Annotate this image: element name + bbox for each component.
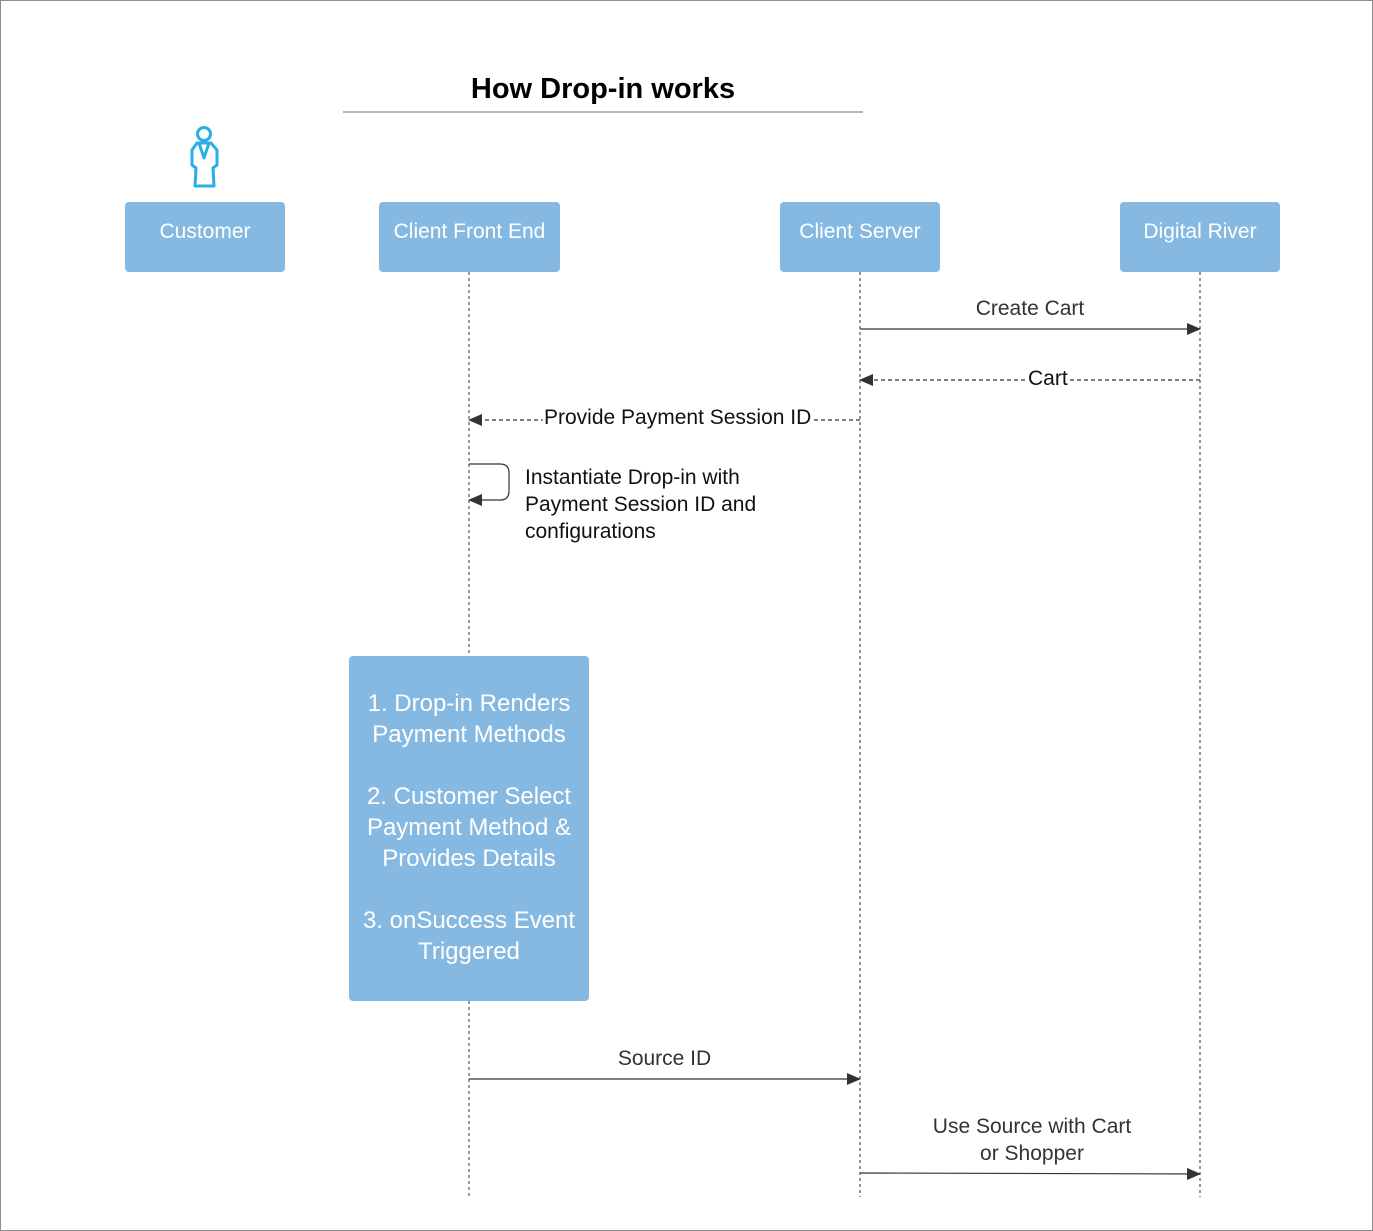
label-source-id: Source ID <box>469 1045 860 1072</box>
activation-gap-2 <box>349 874 589 905</box>
diagram-title: How Drop-in works <box>470 73 736 105</box>
actor-digital-river: Digital River <box>1120 202 1280 272</box>
activation-box-drop-in: 1. Drop-in Renders Payment Methods 2. Cu… <box>349 656 589 1001</box>
actor-client-server: Client Server <box>780 202 940 272</box>
activation-step-1: 1. Drop-in Renders Payment Methods <box>367 690 571 748</box>
arrow-self-instantiate <box>468 463 510 506</box>
label-instantiate-dropin: Instantiate Drop-in with Payment Session… <box>525 466 757 543</box>
label-use-source: Use Source with Cart or Shopper <box>932 1115 1132 1165</box>
label-create-cart: Create Cart <box>860 295 1200 322</box>
label-provide-payment-session-id: Provide Payment Session ID <box>543 404 813 431</box>
arrow-use-source <box>859 1167 1201 1180</box>
actor-client-front-end: Client Front End <box>379 202 560 272</box>
person-icon <box>190 126 219 188</box>
label-create-cart-text: Create Cart <box>975 297 1085 320</box>
label-cart: Cart <box>1027 365 1069 392</box>
activation-step-2: 2. Customer Select Payment Method & Prov… <box>366 783 572 872</box>
label-source-id-text: Source ID <box>617 1047 712 1070</box>
activation-step-3: 3. onSuccess Event Triggered <box>362 907 576 965</box>
activation-gap-1 <box>349 750 589 781</box>
actor-customer: Customer <box>125 202 285 272</box>
